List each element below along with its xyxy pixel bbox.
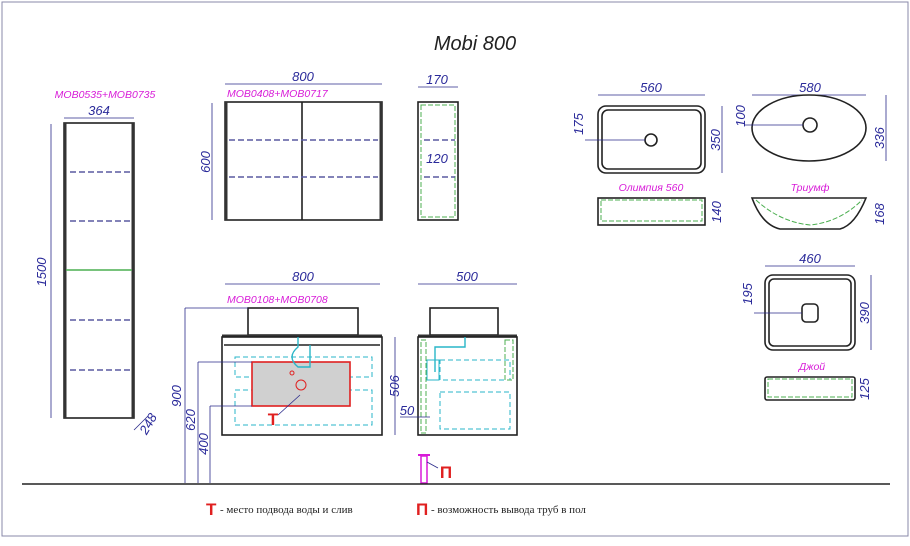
- total-height: 900: [169, 384, 184, 406]
- joy-height: 125: [857, 377, 872, 399]
- sheet-frame: [1, 1, 909, 537]
- triumph-width: 580: [799, 80, 821, 95]
- olimpia-width: 560: [640, 80, 662, 95]
- tall-cabinet-width: 364: [88, 103, 110, 118]
- mirror-cabinet-depth: 170: [426, 72, 448, 87]
- legend-text-t: - место подвода воды и слив: [220, 504, 353, 516]
- tall-cabinet-height: 1500: [34, 257, 49, 287]
- floor-pipe-marker: П: [440, 463, 452, 482]
- vanity-front: 800 MOB0108+MOB0708 Т 900 620 400 506: [169, 269, 402, 483]
- legend-symbol-t: Т: [206, 500, 217, 519]
- tall-cabinet-code: MOB0535+MOB0735: [55, 89, 156, 101]
- triumph-label: Триумф: [791, 182, 830, 194]
- water-supply-marker: Т: [268, 410, 279, 429]
- tall-cabinet: MOB0535+MOB0735 364 1500 248: [34, 89, 160, 438]
- triumph-drain-offset: 100: [733, 104, 748, 126]
- offset-50: 50: [400, 403, 415, 418]
- drawing-title: Mobi 800: [434, 33, 516, 55]
- olimpia-depth: 350: [708, 128, 723, 150]
- mirror-cabinet-width: 800: [292, 69, 314, 84]
- tall-cabinet-depth: 248: [136, 410, 161, 438]
- sink-joy: 460 195 390 Джой 125: [740, 251, 872, 401]
- vanity-width: 800: [292, 269, 314, 284]
- legend-symbol-p: П: [416, 500, 428, 519]
- joy-drain-offset: 195: [740, 282, 755, 304]
- mirror-cabinet-code: MOB0408+MOB0717: [227, 88, 329, 100]
- legend-text-p: - возможность вывода труб в пол: [431, 504, 586, 516]
- sink-olimpia: 560 175 350 Олимпия 560 140: [571, 80, 724, 226]
- sink-triumph: 580 100 336 Триумф 168: [733, 80, 887, 230]
- height-400: 400: [196, 432, 211, 454]
- mirror-cabinet-height: 600: [198, 150, 213, 172]
- legend: Т - место подвода воды и слив П - возмож…: [206, 500, 586, 519]
- olimpia-drain-offset: 175: [571, 112, 586, 134]
- vanity-code: MOB0108+MOB0708: [227, 294, 328, 306]
- joy-label: Джой: [798, 361, 825, 373]
- olimpia-label: Олимпия 560: [619, 182, 684, 194]
- height-620: 620: [183, 408, 198, 430]
- mirror-shelf-depth: 120: [426, 151, 448, 166]
- mirror-cabinet: 800 MOB0408+MOB0717 600 170 120: [198, 69, 459, 221]
- triumph-height: 168: [872, 202, 887, 224]
- triumph-depth: 336: [872, 126, 887, 148]
- joy-width: 460: [799, 251, 821, 266]
- vanity-side: 500 50 П: [400, 269, 518, 484]
- body-height: 506: [387, 374, 402, 396]
- vanity-depth: 500: [456, 269, 478, 284]
- olimpia-height: 140: [709, 200, 724, 222]
- joy-depth: 390: [857, 301, 872, 323]
